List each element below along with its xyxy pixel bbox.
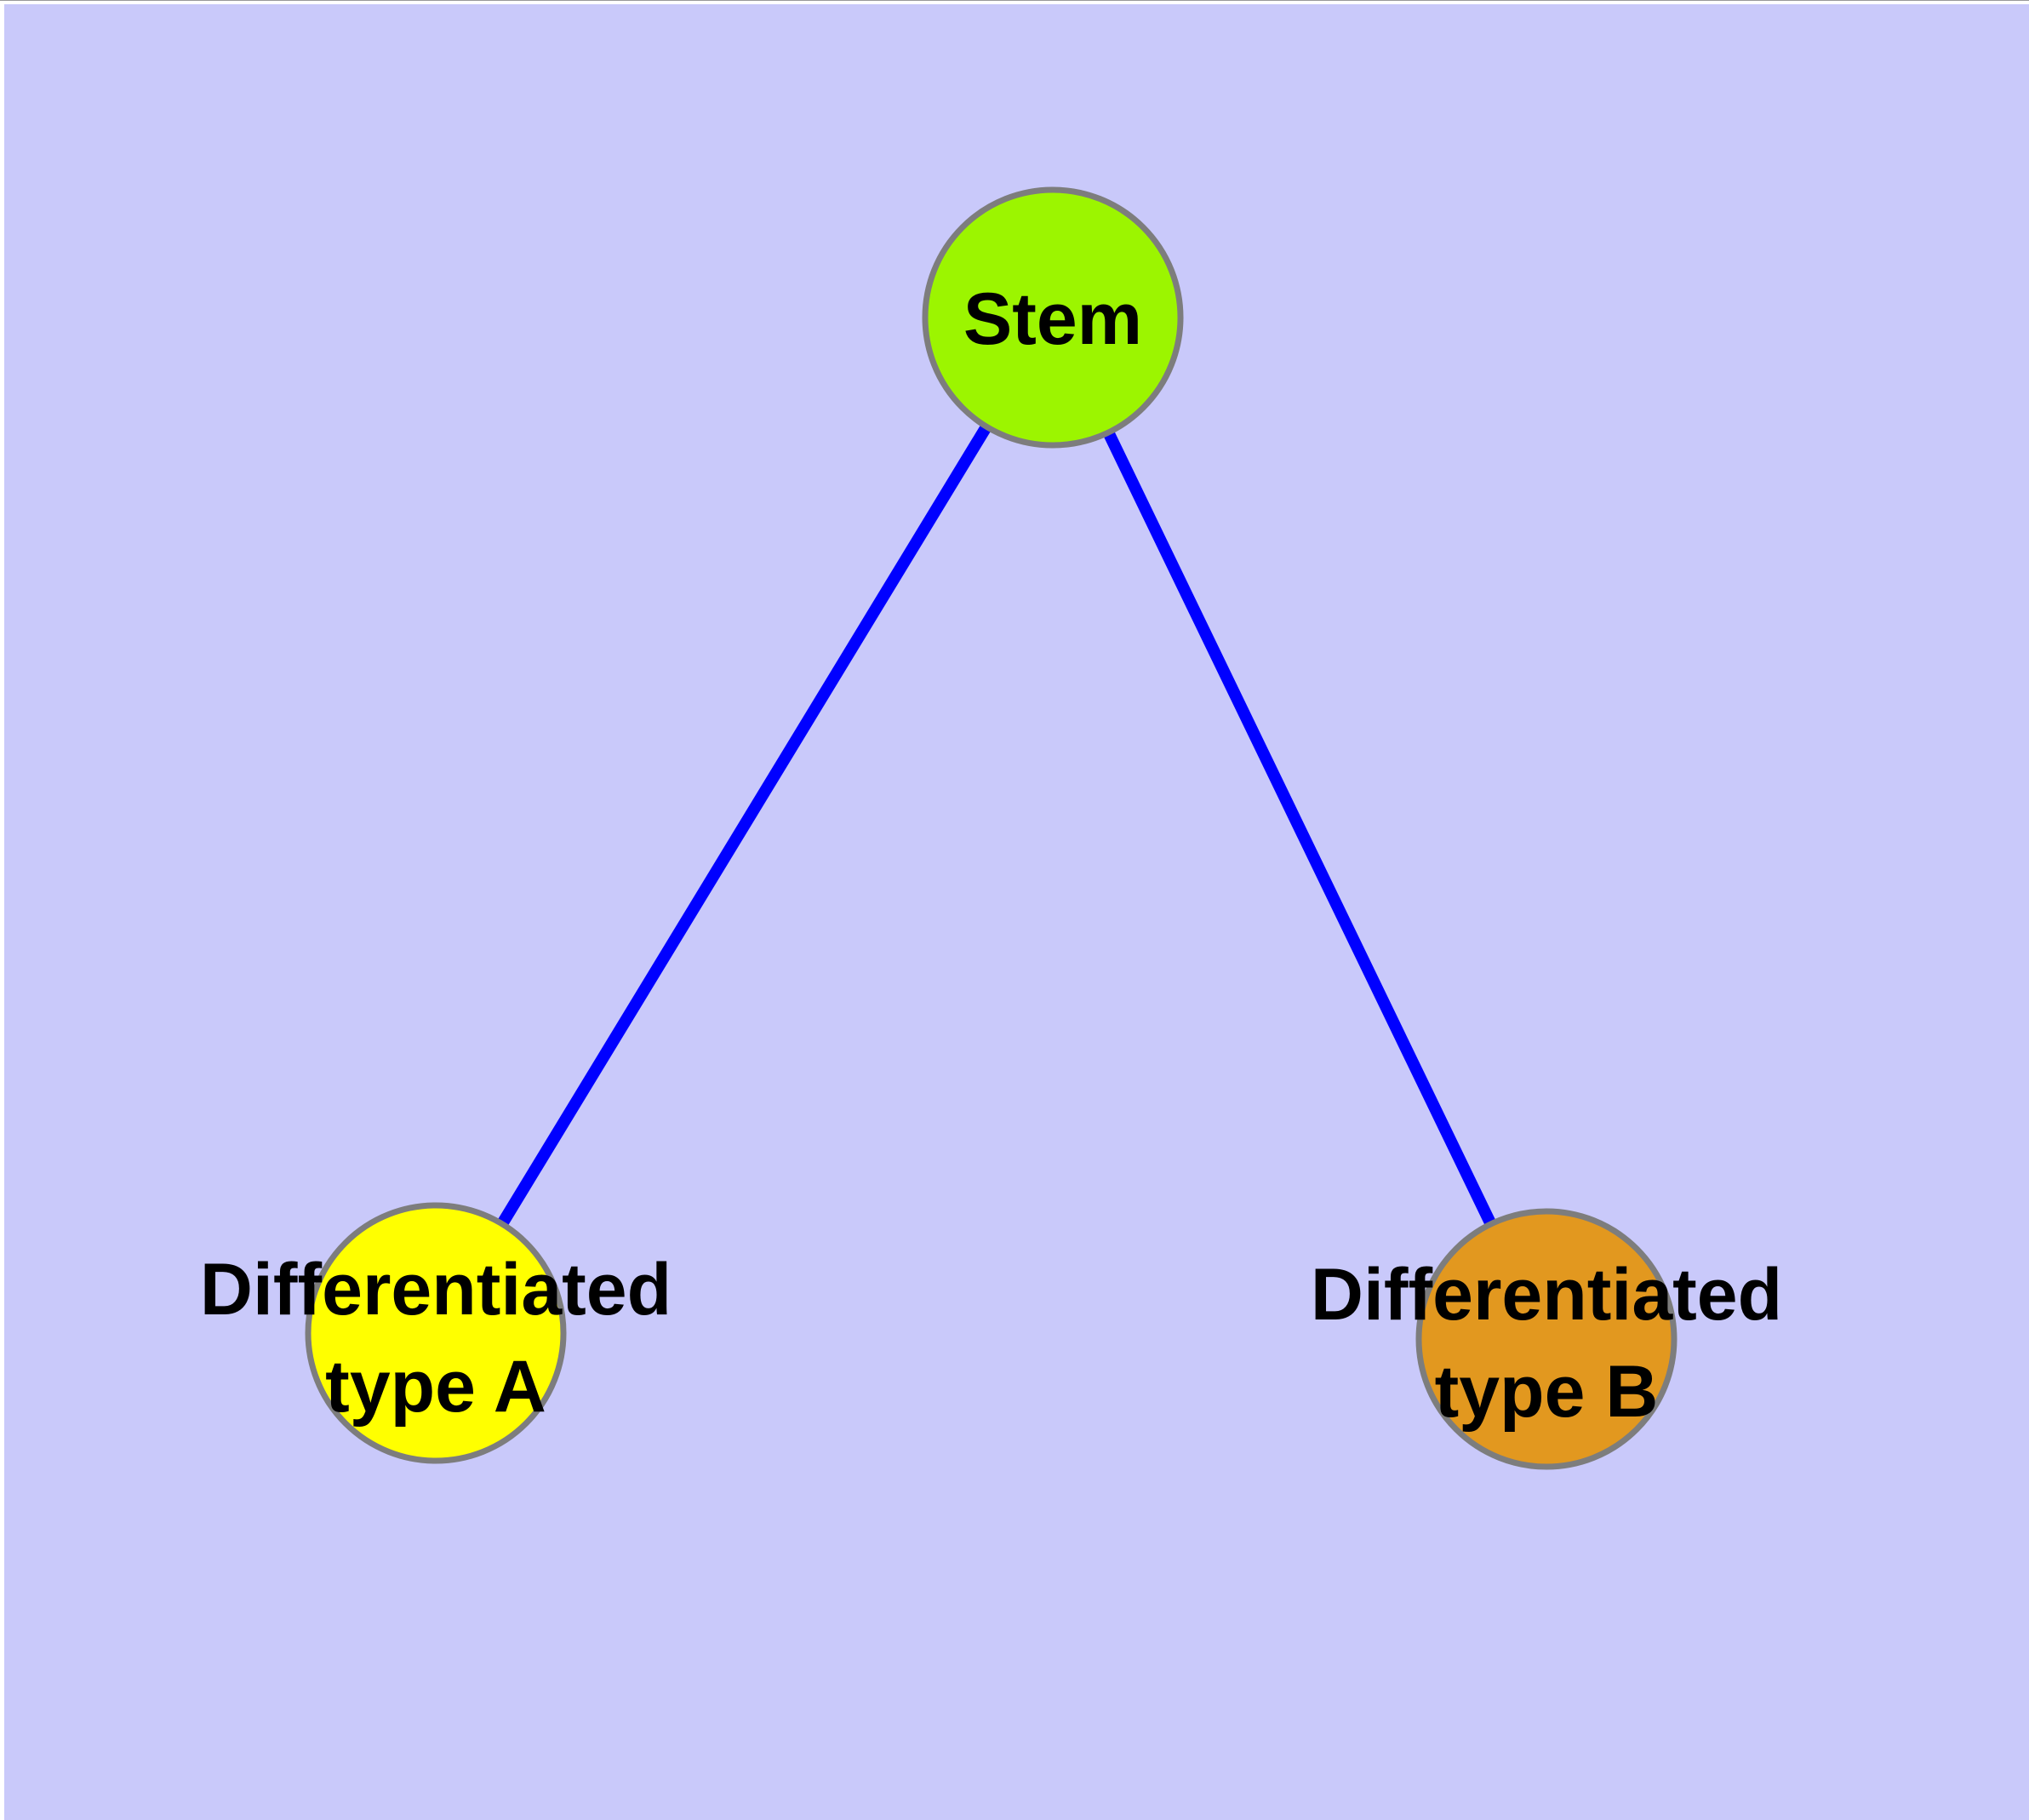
node-differentiated-type-b — [1415, 1208, 1677, 1470]
edge-stem-to-type-b — [1047, 314, 1552, 1342]
node-differentiated-type-a — [305, 1202, 567, 1464]
frame-hairline — [0, 0, 2029, 1]
edge-stem-to-type-a — [431, 314, 1058, 1336]
node-stem — [922, 186, 1184, 449]
